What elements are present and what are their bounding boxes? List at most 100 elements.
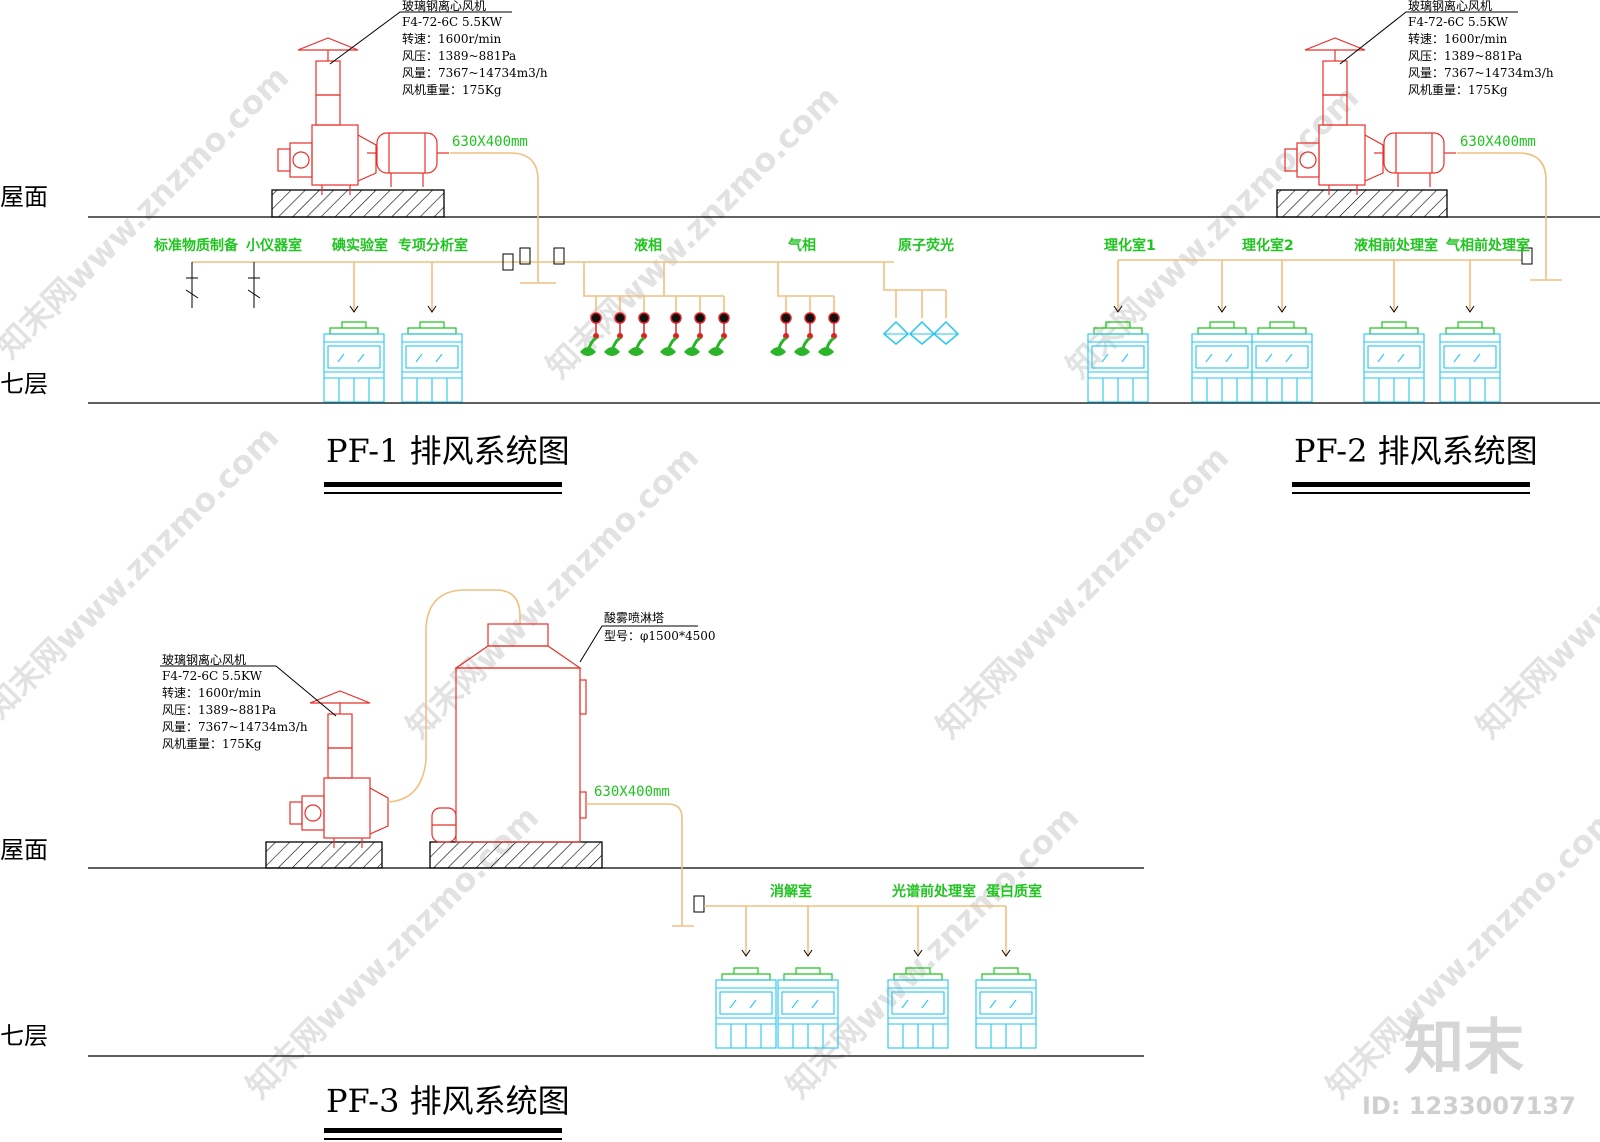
canopy-hood-icon — [883, 321, 909, 345]
room-label: 蛋白质室 — [986, 883, 1042, 900]
drop-valves — [185, 262, 261, 308]
canopy-hood-icon — [909, 321, 935, 345]
centrifugal-fan-icon — [277, 37, 377, 196]
arm-manifold — [777, 262, 835, 314]
pf1-system: 屋面 七层 玻璃钢离心风机 F4-72-6C 5.5KW 转速：1600r/mi… — [0, 0, 1600, 494]
roof-label: 屋面 — [0, 183, 48, 211]
fan-speed: 转速：1600r/min — [162, 685, 262, 700]
tower-name: 酸雾喷淋塔 — [604, 610, 664, 625]
silencer-icon — [366, 132, 450, 188]
hood-drops — [1117, 260, 1471, 312]
canopy-hood-icon — [933, 321, 959, 345]
pf2-system: 玻璃钢离心风机 F4-72-6C 5.5KW 转速：1600r/min 风压：1… — [1087, 0, 1562, 494]
fan-pressure: 风压：1389~881Pa — [402, 49, 516, 63]
fan-pressure: 风压：1389~881Pa — [1408, 49, 1522, 63]
hood-drops — [353, 262, 433, 312]
damper-icon — [519, 247, 531, 265]
duct-size-label: 630X400mm — [594, 784, 670, 800]
room-label: 理化室1 — [1104, 237, 1156, 254]
watermark-text: 知末网www.znzmo.com — [929, 438, 1236, 745]
main-duct — [450, 152, 556, 284]
centrifugal-fan-icon — [289, 690, 389, 849]
fume-hood-icon — [401, 321, 463, 403]
room-label: 消解室 — [770, 883, 812, 900]
fan-model: F4-72-6C 5.5KW — [162, 669, 263, 683]
fan-foundation — [265, 841, 383, 869]
roof-label: 屋面 — [0, 836, 48, 864]
fan-weight: 风机重量：175Kg — [402, 83, 502, 97]
exhaust-arm-icon — [706, 311, 731, 358]
main-duct — [1457, 152, 1562, 281]
fume-hood-icon — [323, 321, 385, 403]
seventh-floor-label: 七层 — [0, 1022, 48, 1050]
watermark-text: 知末网www.znzmo.com — [539, 78, 846, 385]
image-id: ID: 1233007137 — [1362, 1092, 1576, 1120]
fan-spec-leader — [160, 665, 337, 717]
damper-icon — [553, 247, 565, 265]
room-label: 液相 — [634, 237, 662, 254]
room-label: 理化室2 — [1242, 237, 1294, 254]
pf3-system: 屋面 七层 玻璃钢离心风机 F4-72-6C 5.5KW 转速：1600r/mi… — [0, 589, 1144, 1140]
room-label: 专项分析室 — [398, 237, 468, 254]
fan-spec-leader — [329, 11, 512, 65]
title-underline — [324, 1128, 562, 1133]
exhaust-arm-icon — [768, 311, 793, 358]
seventh-floor-label: 七层 — [0, 370, 48, 398]
fan-spec-leader — [1339, 11, 1518, 65]
room-label: 光谱前处理室 — [891, 883, 976, 900]
fan-foundation — [271, 189, 445, 218]
fan-flow: 风量：7367~14734m3/h — [162, 720, 308, 734]
pf2-title: PF-2 排风系统图 — [1294, 432, 1538, 470]
damper-icon — [1521, 247, 1533, 265]
damper-icon — [502, 253, 514, 271]
fan-flow: 风量：7367~14734m3/h — [402, 66, 548, 80]
room-label: 小仪器室 — [246, 237, 302, 254]
brand-logo: 知末 — [1404, 1013, 1524, 1083]
room-label: 液相前处理室 — [1354, 237, 1438, 254]
hood-drops — [745, 906, 1007, 956]
watermark-text: 知末网www.znzmo.com — [0, 58, 296, 365]
pf1-title: PF-1 排风系统图 — [326, 432, 570, 470]
fume-hood-icon — [1439, 321, 1501, 403]
fan-to-tower-duct — [387, 589, 521, 803]
tower-leader — [579, 625, 698, 663]
fan-foundation — [1276, 189, 1448, 218]
fume-hood-icon — [715, 967, 777, 1049]
exhaust-arm-icon — [682, 311, 707, 358]
af-manifold — [883, 262, 947, 318]
spray-tower-icon — [429, 623, 603, 869]
fan-weight: 风机重量：175Kg — [1408, 83, 1508, 97]
title-underline — [324, 482, 562, 487]
fume-hood-icon — [1363, 321, 1425, 403]
fan-name: 玻璃钢离心风机 — [162, 652, 246, 667]
main-duct — [586, 803, 694, 927]
fan-weight: 风机重量：175Kg — [162, 737, 262, 751]
fan-model: F4-72-6C 5.5KW — [402, 15, 503, 29]
exhaust-arm-icon — [658, 311, 683, 358]
fan-flow: 风量：7367~14734m3/h — [1408, 66, 1554, 80]
fan-name: 玻璃钢离心风机 — [402, 0, 486, 13]
fan-speed: 转速：1600r/min — [402, 31, 502, 46]
fume-hood-icon — [1251, 321, 1313, 403]
fume-hood-icon — [975, 967, 1037, 1049]
fan-speed: 转速：1600r/min — [1408, 31, 1508, 46]
tower-model: 型号：φ1500*4500 — [604, 629, 715, 643]
exhaust-arm-icon — [792, 311, 817, 358]
room-label: 气相前处理室 — [1445, 237, 1530, 254]
room-label: 气相 — [787, 237, 816, 254]
duct-size-label: 630X400mm — [1460, 134, 1536, 150]
duct-size-label: 630X400mm — [452, 134, 528, 150]
damper-icon — [693, 895, 705, 913]
pf3-title: PF-3 排风系统图 — [326, 1082, 570, 1120]
fan-name: 玻璃钢离心风机 — [1408, 0, 1492, 13]
room-label: 标准物质制备 — [153, 237, 239, 254]
exhaust-arm-icon — [816, 311, 841, 358]
watermark-text: 知末网www.znzmo.com — [779, 798, 1086, 1105]
arm-manifold — [583, 262, 725, 314]
fan-pressure: 风压：1389~881Pa — [162, 703, 276, 717]
fume-hood-icon — [1191, 321, 1253, 403]
title-underline — [1292, 482, 1530, 487]
fan-model: F4-72-6C 5.5KW — [1408, 15, 1509, 29]
room-label: 原子荧光 — [898, 237, 954, 254]
